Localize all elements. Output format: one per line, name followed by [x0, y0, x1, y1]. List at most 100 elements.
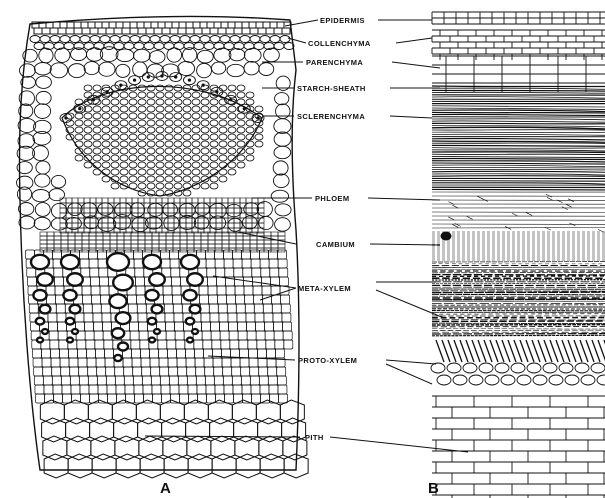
cambium-cell [82, 236, 89, 240]
pith-cell [162, 418, 186, 442]
xylem-ground-cell [207, 277, 216, 286]
xylem-ground-cell [254, 304, 263, 313]
sclerenchyma-fiber-b [432, 138, 605, 139]
sclerenchyma-cell [138, 134, 146, 140]
phloem-cell [174, 198, 180, 203]
sclerenchyma-cell [165, 155, 173, 161]
pith-cell [68, 454, 92, 478]
xylem-ground-cell [56, 304, 65, 313]
parenchyma-cell [116, 49, 134, 62]
sclerenchyma-cell [147, 120, 155, 126]
phloem-cell [168, 218, 174, 223]
xylem-ground-cell [257, 340, 266, 349]
label-epidermis: EPIDERMIS [320, 16, 365, 25]
sclerenchyma-cell [219, 113, 227, 119]
xylem-ground-cell [197, 385, 206, 394]
sclerenchyma-cell [219, 169, 227, 175]
parenchyma-cell [49, 189, 65, 201]
parenchyma-cell [244, 61, 259, 74]
xylem-ground-cell [236, 304, 245, 313]
sclerenchyma-cell [129, 183, 137, 189]
cambium-cell [124, 232, 131, 236]
epidermis-cell [74, 28, 82, 34]
xylem-ground-cell [117, 394, 126, 403]
sclerenchyma-cell [201, 113, 209, 119]
sclerenchyma-cell [246, 120, 254, 126]
leader-sclerenchyma-right [390, 116, 432, 118]
xylem-ground-cell [27, 268, 36, 277]
xylem-ground-cell [80, 385, 89, 394]
xylem-ground-cell [141, 358, 150, 367]
phloem-cell [66, 213, 72, 218]
xylem-ground-cell [251, 250, 260, 259]
proto-xylem-ring-b [469, 375, 483, 385]
phloem-cell [228, 198, 234, 203]
sclerenchyma-cell [183, 190, 191, 196]
epidermis-cell [256, 22, 263, 28]
sclerenchyma-cell [228, 148, 236, 154]
parenchyma-cell [273, 174, 289, 188]
cambium-cell [75, 236, 82, 240]
pith-cell [64, 400, 88, 424]
sclerenchyma-cell [192, 155, 200, 161]
epidermis-cell [137, 22, 144, 28]
xylem-ground-cell [259, 376, 268, 385]
epidermis-cell [186, 22, 193, 28]
collenchyma-cell [274, 43, 284, 50]
xylem-ground-cell [50, 340, 59, 349]
xylem-ground-cell [215, 259, 224, 268]
xylem-ground-cell [228, 313, 237, 322]
xylem-vessel [31, 255, 49, 269]
phloem-cell [168, 208, 174, 213]
xylem-ground-cell [124, 367, 133, 376]
xylem-ground-cell [215, 385, 224, 394]
sclerenchyma-fiber-b [432, 167, 605, 168]
sclerenchyma-fiber-b [432, 108, 605, 109]
xylem-ground-cell [278, 259, 287, 268]
epidermis-cell [144, 22, 151, 28]
sclerenchyma-fiber-b [432, 114, 605, 115]
parenchyma-cell [19, 216, 35, 229]
starch-grain [147, 76, 149, 78]
sclerenchyma-fiber-b [432, 154, 605, 155]
xylem-ground-cell [133, 376, 142, 385]
pith-cell [212, 454, 236, 478]
xylem-ground-cell [260, 385, 269, 394]
collenchyma-cell [270, 36, 280, 43]
sclerenchyma-cell [111, 169, 119, 175]
xylem-ground-cell [251, 385, 260, 394]
epidermis-cell [109, 22, 116, 28]
phloem-cell [150, 208, 156, 213]
xylem-ground-cell [177, 358, 186, 367]
sclerenchyma-cell [192, 141, 200, 147]
xylem-ground-cell [161, 385, 170, 394]
sclerenchyma-cell [138, 120, 146, 126]
pith-cell [184, 400, 208, 424]
parenchyma-cell [34, 217, 50, 230]
sclerenchyma-cell [120, 120, 128, 126]
xylem-ground-cell [138, 313, 147, 322]
sclerenchyma-cell [120, 92, 128, 98]
sclerenchyma-cell [120, 85, 128, 91]
sclerenchyma-cell [219, 120, 227, 126]
sclerenchyma-fiber-b [432, 163, 605, 164]
sclerenchyma-cell [219, 134, 227, 140]
xylem-ground-cell [47, 295, 56, 304]
xylem-ground-cell [218, 295, 227, 304]
xylem-ground-cell [101, 295, 110, 304]
sclerenchyma-cell [129, 155, 137, 161]
cambium-cell [110, 244, 117, 248]
sclerenchyma-cell [138, 113, 146, 119]
sclerenchyma-cell [165, 106, 173, 112]
proto-xylem-ring-b [565, 375, 579, 385]
cambium-cell [264, 232, 271, 236]
cambium-cell [222, 240, 229, 244]
sclerenchyma-cell [165, 190, 173, 196]
xylem-ground-cell [266, 349, 275, 358]
sclerenchyma-fiber-b [432, 126, 605, 127]
epidermis-cell [194, 28, 202, 34]
xylem-ground-cell [216, 277, 225, 286]
phloem-cell [132, 208, 138, 213]
collenchyma-cell [194, 43, 204, 50]
xylem-ground-cell [256, 322, 265, 331]
